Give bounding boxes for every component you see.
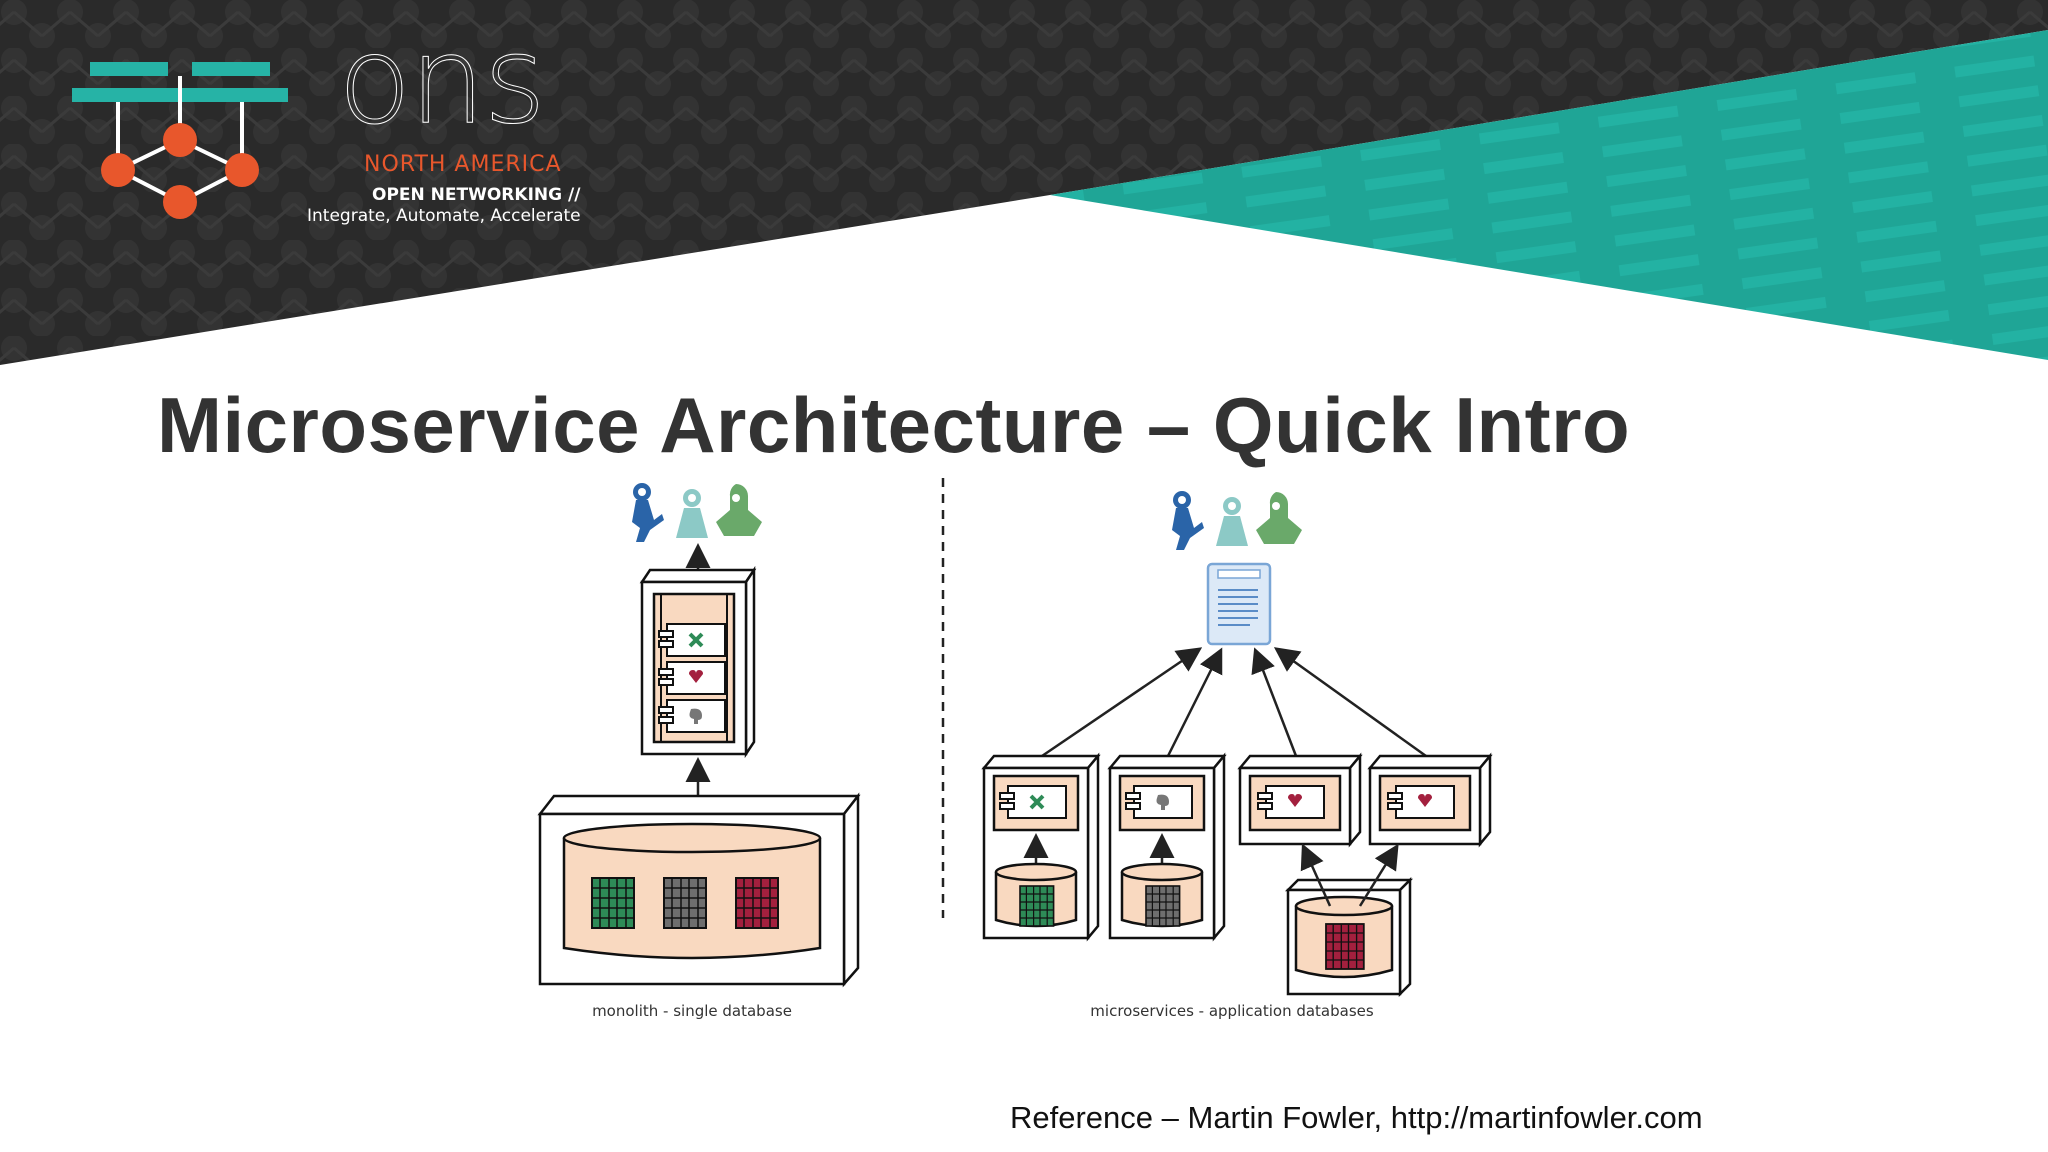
microservice-3-icon — [1237, 752, 1363, 848]
logo-wordmark: ons — [338, 12, 547, 151]
slide-title: Microservice Architecture – Quick Intro — [157, 381, 1631, 469]
microservices-caption: microservices - application databases — [1090, 1002, 1374, 1020]
ons-logo-icon — [72, 62, 288, 219]
microservice-2-icon — [1107, 752, 1227, 942]
microservice-4-icon — [1367, 752, 1493, 848]
logo-tagline-1: OPEN NETWORKING // — [372, 185, 581, 205]
banner-dark-band — [0, 0, 2048, 365]
reference-citation: Reference – Martin Fowler, http://martin… — [1010, 1100, 1703, 1135]
logo-region: NORTH AMERICA — [364, 152, 562, 177]
user-icon — [1172, 491, 1302, 550]
header-banner — [0, 0, 2048, 365]
monolith-caption: monolith - single database — [592, 1002, 792, 1020]
microservice-1-icon — [981, 752, 1101, 942]
user-icon — [632, 483, 762, 542]
architecture-diagram: monolith - single database — [537, 478, 1493, 1020]
microservices-diagram: microservices - application databases — [981, 491, 1493, 1020]
banner-teal-band — [1050, 30, 2048, 360]
monolith-diagram: monolith - single database — [537, 483, 861, 1020]
document-icon — [1206, 562, 1272, 646]
monolith-database-icon — [537, 792, 861, 988]
monolith-app-icon — [639, 565, 757, 759]
shared-database-icon — [1284, 843, 1414, 998]
logo-tagline-2: Integrate, Automate, Accelerate — [307, 206, 581, 226]
